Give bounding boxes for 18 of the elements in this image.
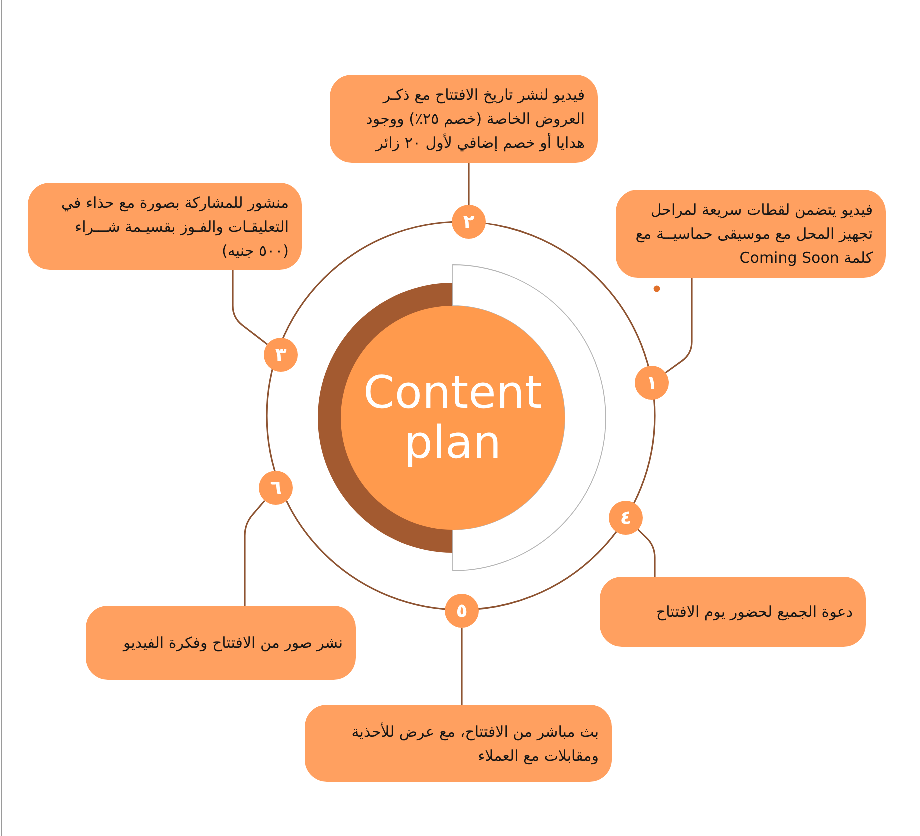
number-circle: ٣ — [264, 338, 298, 372]
text-box: منشور للمشاركة بصورة مع حذاء في التعليقـات والفـوز بقسيـمة شـــراء (٥٠٠ جنيه) — [28, 183, 302, 270]
number-circle: ٦ — [259, 471, 293, 505]
text-box: دعوة الجميع لحضور يوم الافتتاح — [600, 577, 866, 647]
connector-line — [638, 529, 656, 577]
connector-line — [468, 163, 470, 205]
connector-line — [232, 270, 268, 346]
connector-line — [461, 628, 463, 705]
text-box: بث مباشر من الافتتاح، مع عرض للأحذية ومقابلات مع العملاء — [305, 705, 612, 782]
connector-line — [665, 278, 693, 374]
connector-line — [244, 500, 266, 606]
text-box: فيديو يتضمن لقطات سريعة لمراحل تجهيز المحل مع موسيقى حماسيــة مع كلمة Coming Soon — [616, 190, 886, 278]
number-circle: ١ — [635, 366, 669, 400]
text-box: نشر صور من الافتتاح وفكرة الفيديو — [86, 606, 356, 680]
number-circle: ٢ — [452, 205, 486, 239]
text-box: فيديو لنشر تاريخ الافتتاح مع ذكـر العروض الخاصة (خصم ٢٥٪) ووجود هدايا أو خصم إضافي لأول ٢٠ زائر — [330, 75, 598, 163]
number-circle: ٥ — [445, 594, 479, 628]
number-circle: ٤ — [609, 501, 643, 535]
